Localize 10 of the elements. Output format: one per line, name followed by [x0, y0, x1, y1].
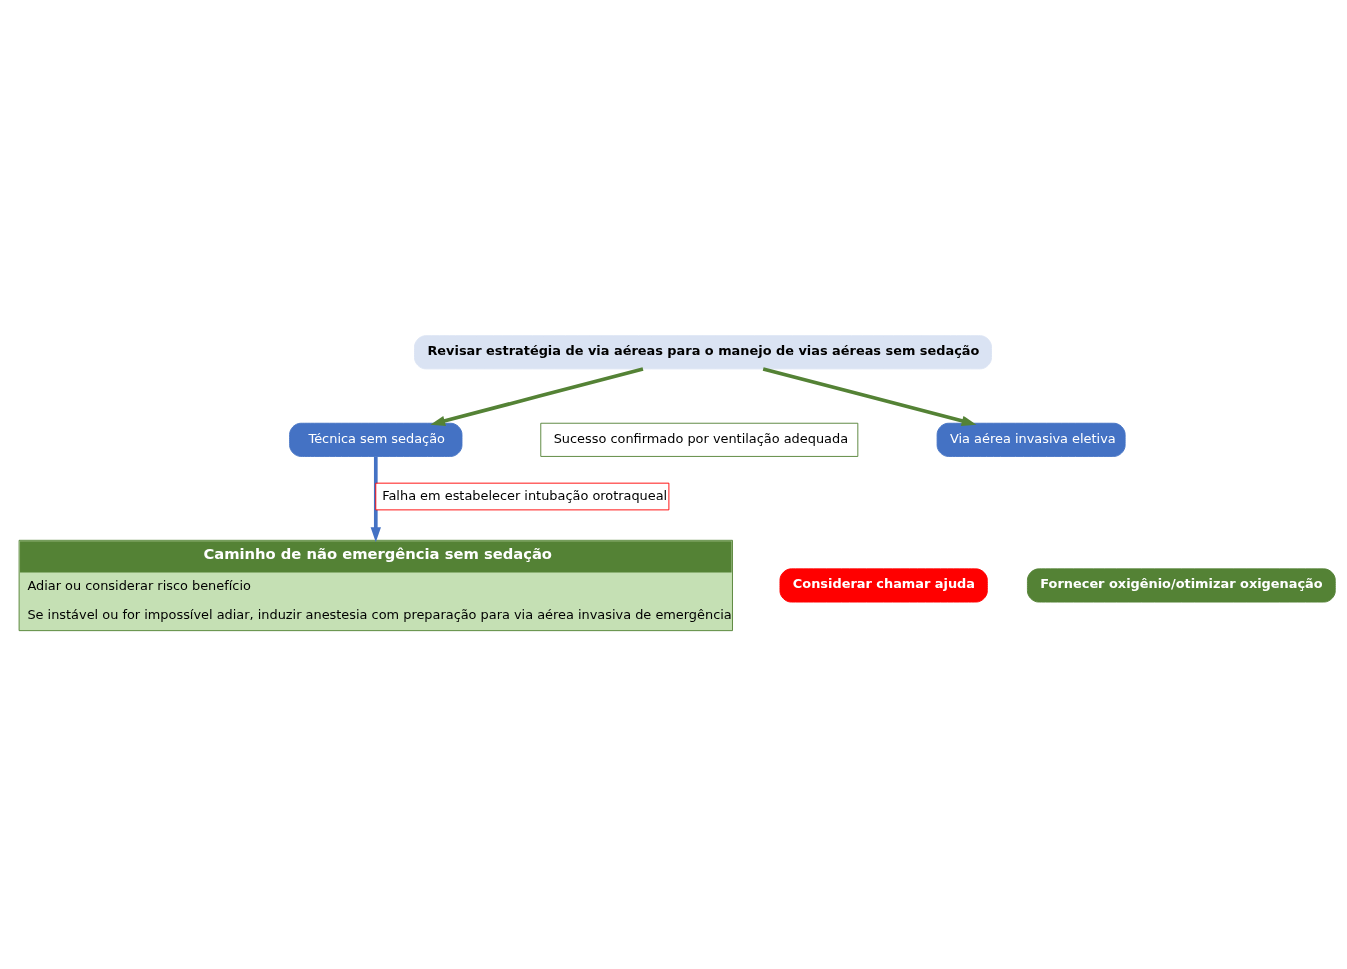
arrow	[762, 366, 977, 426]
node-box: Técnica sem sedação	[289, 422, 463, 457]
node-box: Considerar chamar ajuda	[779, 567, 988, 602]
node-box: Revisar estratégia de via aéreas para o manejo de vias aéreas sem sedação	[414, 334, 992, 369]
node-box: Fornecer oxigênio/otimizar oxigenação	[1026, 567, 1336, 602]
node-box: Sucesso confirmado por ventilação adequada	[540, 422, 859, 457]
node-box: Via aérea invasiva eletiva	[936, 422, 1126, 457]
arrow	[370, 456, 381, 542]
edge-label: Falha em estabelecer intubação orotraqueal	[382, 487, 668, 503]
arrow	[430, 366, 644, 426]
